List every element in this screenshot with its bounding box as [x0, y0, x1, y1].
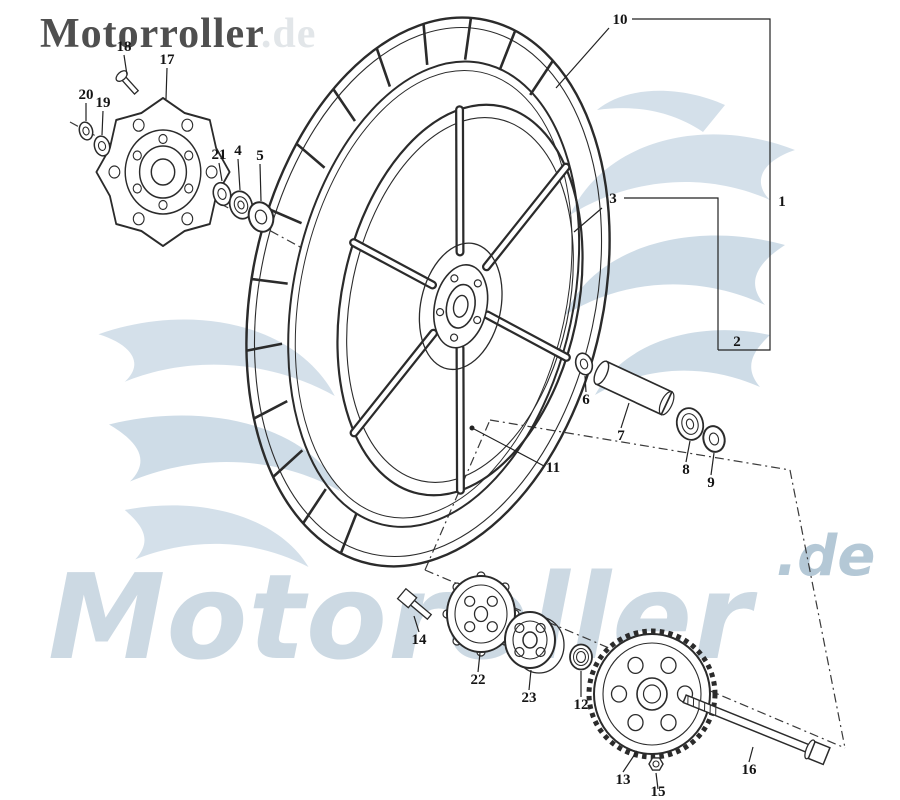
part-label-16: 16 — [742, 762, 758, 778]
spokes — [349, 105, 571, 495]
part-label-8: 8 — [682, 462, 690, 478]
part-label-18: 18 — [117, 39, 132, 55]
nut-15 — [648, 757, 664, 771]
bolt-18 — [115, 70, 140, 95]
part-label-1: 1 — [778, 194, 786, 210]
bearing-4 — [228, 190, 254, 220]
part-labels: 18 17 20 19 21 4 5 10 1 3 2 6 7 8 9 11 1… — [79, 12, 786, 800]
part-label-5: 5 — [256, 148, 264, 164]
part-label-4: 4 — [234, 143, 242, 159]
watermark-top-suffix: .de — [260, 11, 317, 57]
washer-12 — [569, 643, 593, 671]
part-label-12: 12 — [574, 697, 589, 713]
part-label-7: 7 — [617, 428, 625, 444]
rim — [336, 103, 584, 497]
wheel-hub — [418, 242, 503, 371]
part-label-9: 9 — [707, 475, 715, 491]
washer-6 — [574, 352, 594, 376]
axle-sleeve-7 — [593, 360, 675, 416]
logo-swoosh-left — [98, 319, 341, 567]
leader-dot-11 — [469, 425, 475, 431]
spacer-21 — [212, 181, 232, 207]
watermark-top: Motorroller.de — [40, 10, 316, 58]
part-label-6: 6 — [582, 392, 590, 408]
part-label-10: 10 — [613, 12, 628, 28]
part-label-3: 3 — [609, 191, 617, 207]
part-label-11: 11 — [546, 460, 560, 476]
part-label-2: 2 — [733, 334, 741, 350]
nut-20 — [78, 121, 94, 141]
watermark-top-text: Motorroller — [40, 11, 261, 57]
part-label-21: 21 — [212, 147, 227, 163]
tire — [245, 16, 611, 568]
callout-bracket — [624, 18, 771, 351]
part-label-15: 15 — [651, 784, 666, 800]
axle-bolt-16 — [682, 694, 831, 766]
part-label-22: 22 — [471, 672, 486, 688]
logo-swoosh-right — [565, 90, 795, 395]
hub-carrier-23 — [504, 611, 565, 674]
watermark-de: .de — [776, 524, 876, 589]
seal-5 — [247, 201, 275, 233]
plate-22 — [442, 571, 520, 657]
brake-disc — [95, 97, 231, 247]
bearing-8 — [675, 407, 705, 441]
bolt-14 — [396, 587, 433, 621]
part-label-20: 20 — [79, 87, 94, 103]
part-label-13: 13 — [616, 772, 631, 788]
tire-tread — [246, 17, 554, 555]
part-label-23: 23 — [522, 690, 537, 706]
part-label-17: 17 — [160, 52, 176, 68]
seal-9 — [702, 425, 726, 453]
sprocket-13 — [586, 628, 718, 760]
washer-19 — [93, 135, 111, 157]
part-label-19: 19 — [96, 95, 111, 111]
part-label-14: 14 — [412, 632, 428, 648]
leader-lines — [85, 27, 754, 790]
